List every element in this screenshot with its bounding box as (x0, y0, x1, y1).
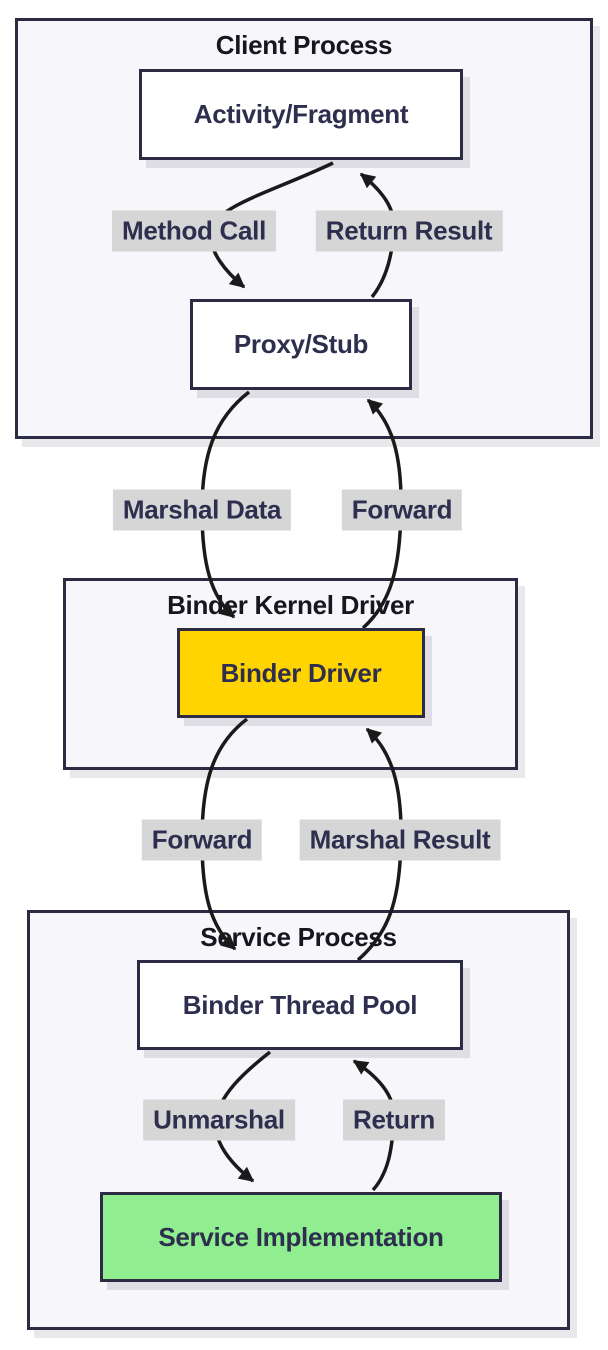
node-binder-thread-pool: Binder Thread Pool (137, 960, 463, 1050)
edge-label-forward-to-proxy: Forward (341, 489, 463, 531)
container-title-binder-kernel-driver: Binder Kernel Driver (167, 590, 414, 620)
edge-label-method-call: Method Call (111, 210, 277, 252)
container-title-service-process: Service Process (200, 922, 397, 952)
node-binder-driver: Binder Driver (177, 628, 425, 718)
edge-label-unmarshal: Unmarshal (143, 1099, 295, 1141)
edge-label-marshal-result: Marshal Result (299, 819, 501, 861)
node-activity-fragment: Activity/Fragment (139, 69, 463, 160)
node-service-implementation: Service Implementation (100, 1192, 502, 1282)
node-proxy-stub: Proxy/Stub (190, 299, 412, 390)
edge-label-return: Return (343, 1099, 445, 1141)
edge-label-marshal-data: Marshal Data (112, 489, 292, 531)
container-title-client-process: Client Process (215, 30, 393, 60)
edge-label-forward-to-threadpool: Forward (141, 819, 263, 861)
edge-label-return-result: Return Result (315, 210, 503, 252)
